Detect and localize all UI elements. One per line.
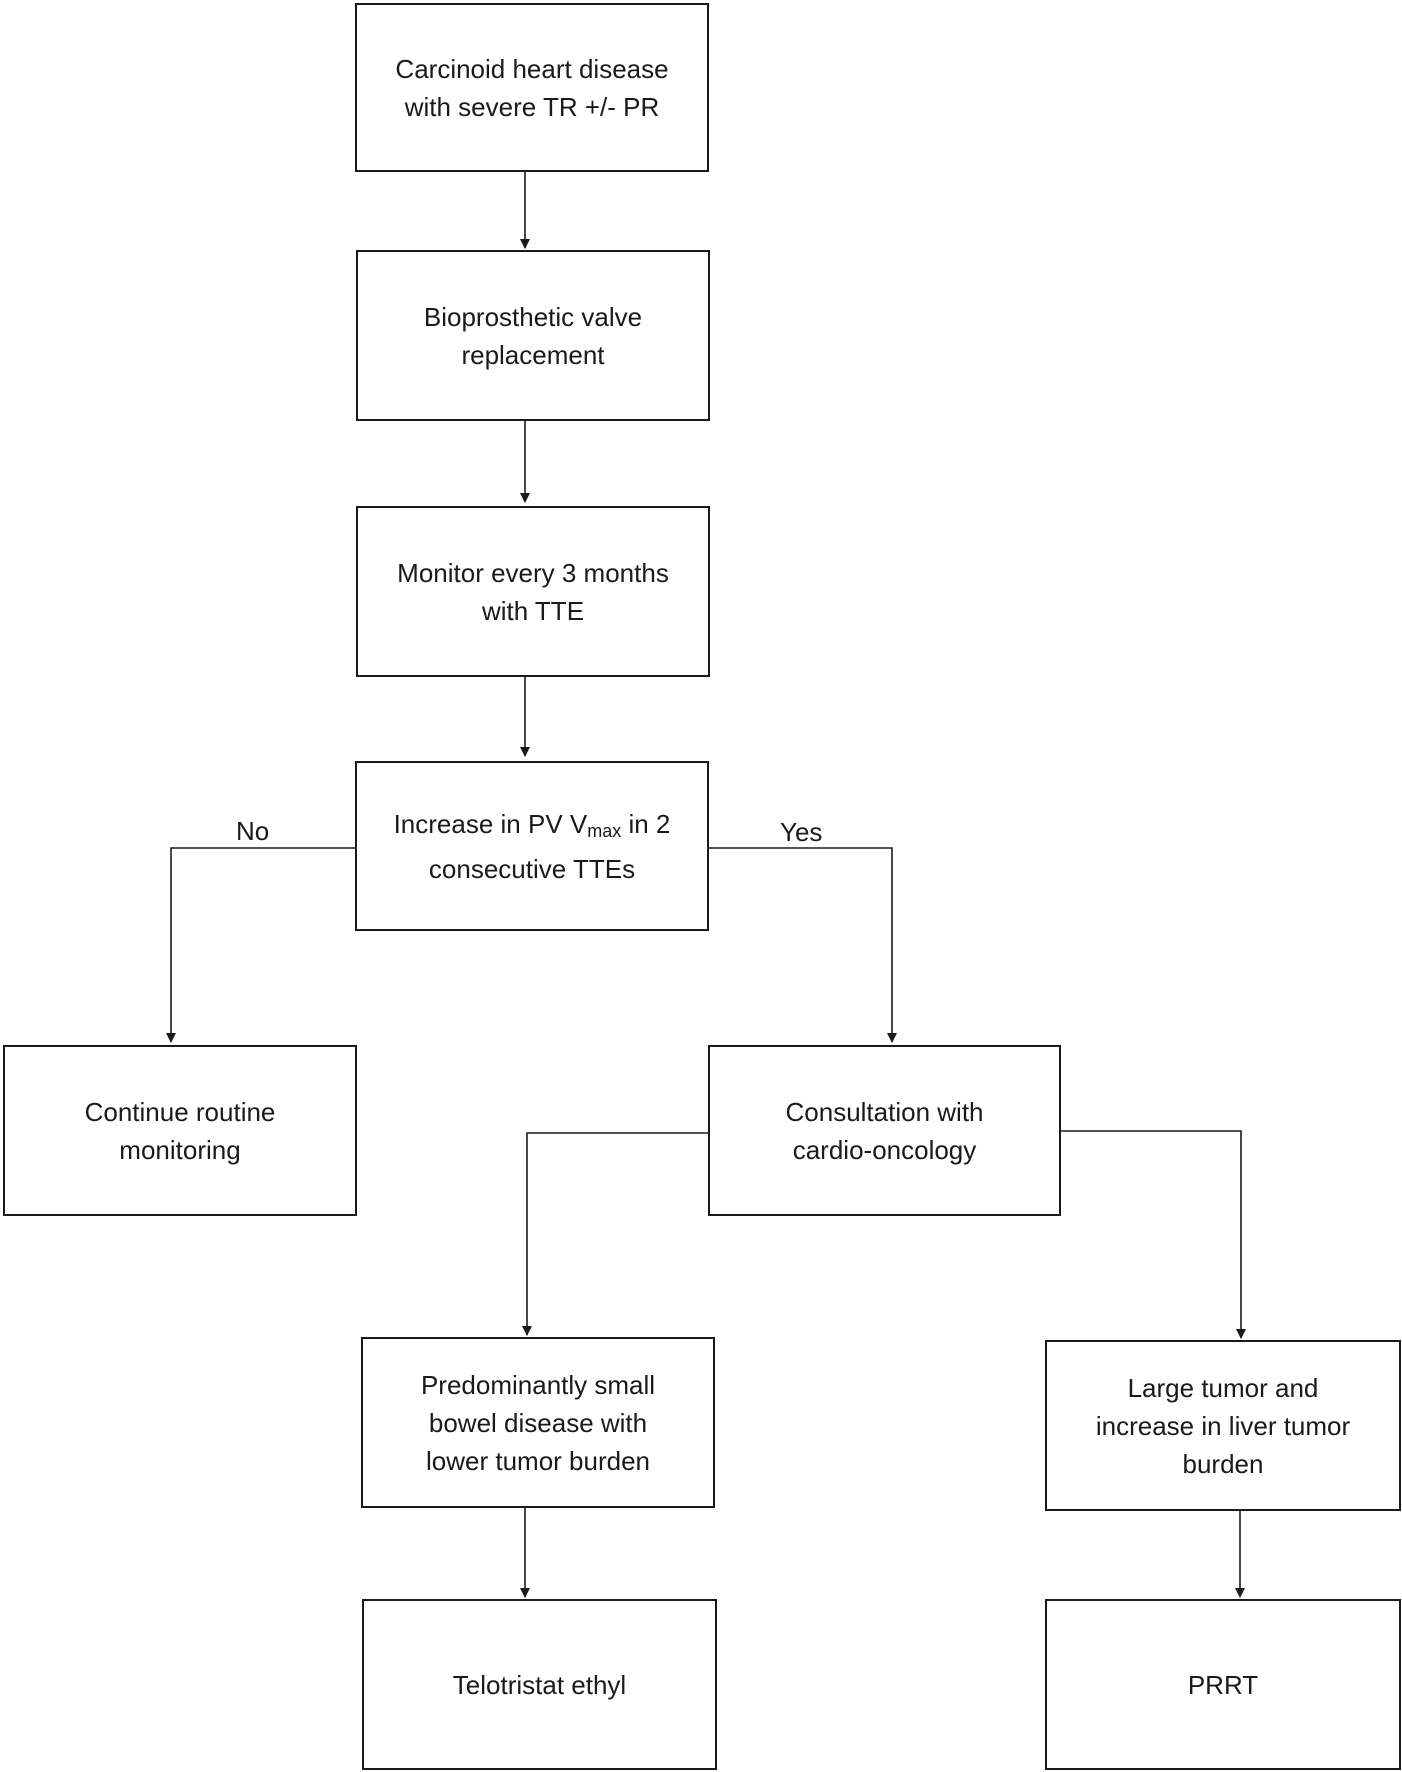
node-text-line: burden <box>1182 1448 1264 1479</box>
node-text-line: Continue routine <box>84 1096 276 1127</box>
vmax-subscript: max <box>587 820 622 841</box>
vmax-suffix: in 2 <box>621 808 671 839</box>
arrow-consult-to-smallbowel <box>522 1132 708 1336</box>
node-text-line: Large tumor and <box>1127 1372 1319 1403</box>
node-carcinoid-heart-disease: Carcinoid heart disease with severe TR +… <box>355 3 709 172</box>
node-small-bowel-disease: Predominantly small bowel disease with l… <box>361 1337 715 1508</box>
node-text-line: monitoring <box>119 1134 241 1165</box>
node-consultation-cardio-oncology: Consultation with cardio-oncology <box>708 1045 1061 1216</box>
arrow-consult-to-largetumor <box>1061 1130 1246 1339</box>
node-text-line: with severe TR +/- PR <box>404 91 660 122</box>
branch-label-no: No <box>236 816 270 846</box>
node-text-line: Monitor every 3 months <box>397 557 669 588</box>
node-text-line: bowel disease with <box>428 1407 648 1438</box>
node-text-line: replacement <box>461 339 605 370</box>
node-text-line: Predominantly small <box>420 1369 656 1400</box>
arrow-increase-to-consult <box>709 847 897 1043</box>
node-text-line: Telotristat ethyl <box>452 1669 627 1700</box>
node-text-line: PRRT <box>1187 1669 1259 1700</box>
node-text-line: Bioprosthetic valve <box>423 301 643 332</box>
node-text-line: Carcinoid heart disease <box>395 53 669 84</box>
arrow-increase-to-routine <box>166 847 355 1043</box>
node-prrt: PRRT <box>1045 1599 1401 1770</box>
node-text-line: consecutive TTEs <box>428 853 636 884</box>
node-bioprosthetic-valve-replacement: Bioprosthetic valve replacement <box>356 250 710 421</box>
node-text-line: with TTE <box>481 595 585 626</box>
node-text-line: lower tumor burden <box>426 1445 650 1476</box>
node-continue-routine-monitoring: Continue routine monitoring <box>3 1045 357 1216</box>
node-text-line: Increase in PV Vmax in 2 <box>394 805 671 850</box>
node-telotristat-ethyl: Telotristat ethyl <box>362 1599 717 1770</box>
node-text-line: Consultation with <box>785 1096 984 1127</box>
node-large-tumor-liver-burden: Large tumor and increase in liver tumor … <box>1045 1340 1401 1511</box>
node-increase-in-pv-vmax: Increase in PV Vmax in 2 consecutive TTE… <box>355 761 709 931</box>
node-text-line: increase in liver tumor <box>1095 1410 1351 1441</box>
vmax-prefix: Increase in PV V <box>393 808 588 839</box>
node-monitor-with-tte: Monitor every 3 months with TTE <box>356 506 710 677</box>
node-text-line: cardio-oncology <box>792 1134 977 1165</box>
branch-label-yes: Yes <box>780 817 823 847</box>
